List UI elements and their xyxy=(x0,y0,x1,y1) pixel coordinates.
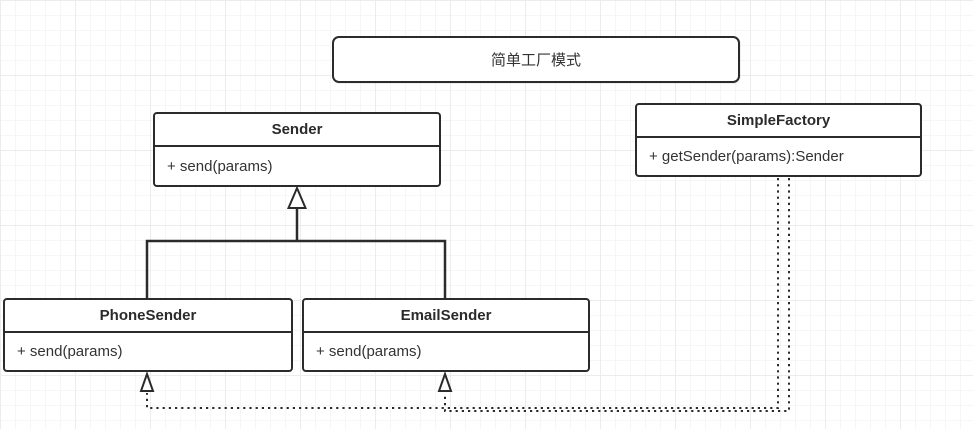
class-body-emailsender: + send(params) xyxy=(304,333,588,370)
class-body-sender: + send(params) xyxy=(155,147,439,185)
dependency-line-simplefactory-emailsender[interactable] xyxy=(444,178,790,412)
class-body-simplefactory: + getSender(params):Sender xyxy=(637,138,920,175)
class-name-phonesender: PhoneSender xyxy=(5,300,291,333)
class-body-phonesender: + send(params) xyxy=(5,333,291,370)
generalization-arrowhead-sender[interactable] xyxy=(286,185,308,209)
dependency-line-simplefactory-phonesender[interactable] xyxy=(146,178,779,409)
dependency-arrowhead-emailsender[interactable] xyxy=(437,370,453,392)
class-box-simplefactory[interactable]: SimpleFactory + getSender(params):Sender xyxy=(635,103,922,177)
diagram-title: 简单工厂模式 xyxy=(490,52,581,69)
class-name-emailsender: EmailSender xyxy=(304,300,588,333)
class-name-sender: Sender xyxy=(155,114,439,147)
class-member: + getSender(params):Sender xyxy=(649,148,844,165)
class-name-simplefactory: SimpleFactory xyxy=(637,105,920,138)
class-box-phonesender[interactable]: PhoneSender + send(params) xyxy=(3,298,293,372)
class-member: + send(params) xyxy=(167,157,273,175)
class-member: + send(params) xyxy=(17,343,123,360)
class-box-emailsender[interactable]: EmailSender + send(params) xyxy=(302,298,590,372)
dependency-arrowhead-phonesender[interactable] xyxy=(139,370,155,392)
generalization-line-to-sender[interactable] xyxy=(145,208,447,298)
diagram-title-box[interactable]: 简单工厂模式 xyxy=(332,36,740,83)
class-box-sender[interactable]: Sender + send(params) xyxy=(153,112,441,187)
class-member: + send(params) xyxy=(316,343,422,360)
